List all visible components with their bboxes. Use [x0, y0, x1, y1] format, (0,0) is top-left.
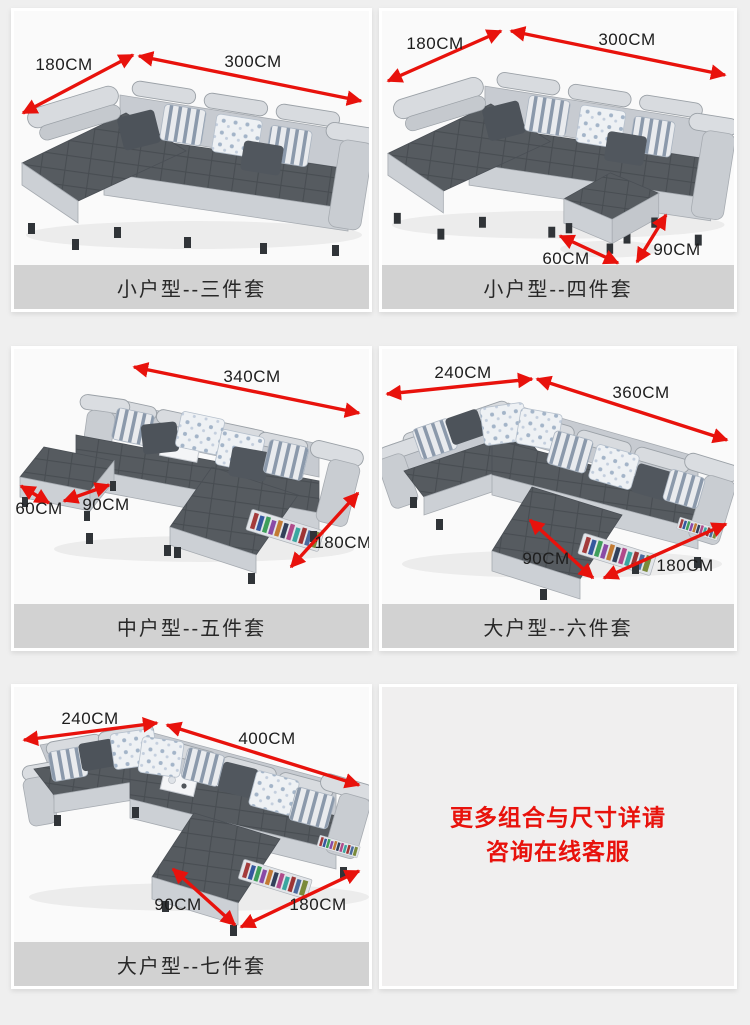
sofa-illustration-4-piece	[386, 26, 734, 265]
dim-label: 180CM	[656, 556, 714, 575]
dimension-arrow	[171, 867, 237, 927]
notice-text: 更多组合与尺寸详请 咨询在线客服	[450, 800, 666, 868]
dimension-arrow	[137, 51, 363, 106]
dim-label: 400CM	[238, 729, 296, 748]
dimension-arrow	[602, 522, 728, 580]
caption-bar: 大户型--六件套	[382, 604, 734, 648]
dimension-arrow	[386, 29, 503, 83]
dimension-arrow	[132, 362, 361, 418]
panel-more-combos-notice: 更多组合与尺寸详请 咨询在线客服	[379, 684, 737, 989]
dimension-arrow	[528, 518, 595, 580]
dimension-arrow	[289, 491, 360, 569]
dimension-arrow	[19, 484, 51, 505]
sofa-illustration-3-piece	[21, 51, 369, 257]
dim-label: 60CM	[542, 249, 590, 268]
panel-small-3-piece: 180CM 300CM 小户型--三件套	[11, 8, 372, 312]
dim-label: 90CM	[653, 240, 701, 259]
l-sofa-graphic	[387, 70, 734, 247]
panel-large-7-piece: 240CM 400CM 90CM 180CM 大户型--七件套	[11, 684, 372, 989]
caption-text: 小户型--三件套	[116, 278, 267, 301]
caption-text: 大户型--六件套	[483, 617, 633, 640]
dimension-arrow	[635, 213, 668, 264]
sofa-illustration-6-piece	[382, 372, 734, 600]
dim-label: 240CM	[434, 363, 492, 382]
dimension-arrow	[239, 869, 361, 929]
dim-label: 90CM	[154, 895, 202, 914]
caption-text: 中户型--五件套	[116, 617, 267, 640]
dimension-arrow	[385, 372, 534, 401]
dim-label: 180CM	[35, 55, 93, 74]
dim-label: 180CM	[314, 533, 372, 552]
dimension-arrow	[509, 26, 727, 80]
panel-medium-5-piece: 340CM 60CM 90CM 180CM 中户型--五件套	[11, 346, 372, 651]
dim-label: 360CM	[612, 383, 670, 402]
dim-label: 90CM	[82, 495, 130, 514]
dimension-arrow	[165, 721, 361, 789]
dim-label: 340CM	[223, 367, 281, 386]
caption-bar: 小户型--四件套	[382, 265, 734, 309]
dim-label: 300CM	[598, 30, 656, 49]
notice-line-2: 咨询在线客服	[486, 837, 630, 864]
dimension-arrow	[22, 717, 159, 746]
dim-label: 180CM	[406, 34, 464, 53]
dim-label: 90CM	[522, 549, 570, 568]
notice-line-1: 更多组合与尺寸详请	[450, 803, 666, 830]
caption-bar: 大户型--七件套	[14, 942, 369, 986]
panel-large-6-piece: 240CM 360CM 90CM 180CM 大户型--六件套	[379, 346, 737, 651]
dimension-arrow	[558, 234, 620, 265]
dim-label: 60CM	[15, 499, 63, 518]
caption-text: 小户型--四件套	[483, 278, 633, 301]
dimension-arrow	[535, 375, 729, 444]
sofa-illustration-5-piece	[19, 362, 364, 584]
dimension-arrow	[21, 53, 135, 115]
l-sofa-graphic	[21, 79, 369, 257]
panel-small-4-piece: 180CM 300CM 60CM 90CM 小户型--四件套	[379, 8, 737, 312]
caption-bar: 中户型--五件套	[14, 604, 369, 648]
dim-label: 240CM	[61, 709, 119, 728]
dimension-arrow	[62, 482, 111, 504]
dim-label: 180CM	[289, 895, 347, 914]
dim-label: 300CM	[224, 52, 282, 71]
caption-text: 大户型--七件套	[116, 955, 267, 978]
sofa-illustration-7-piece	[21, 717, 369, 936]
caption-bar: 小户型--三件套	[14, 265, 369, 309]
chaise-sofa-graphic	[54, 394, 364, 584]
